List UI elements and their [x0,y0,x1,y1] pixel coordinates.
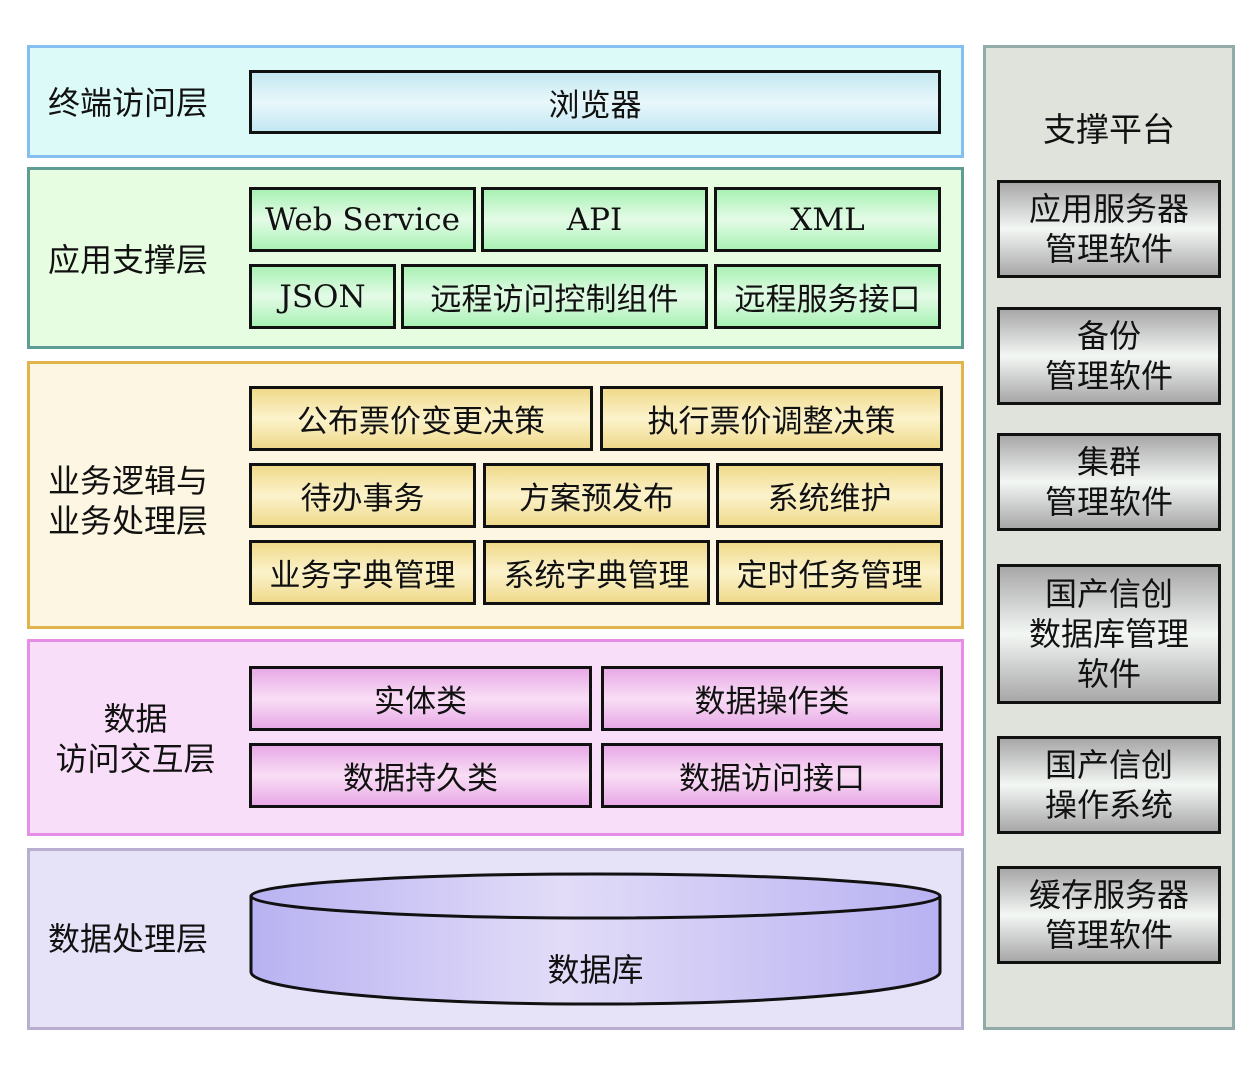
platform-item: 国产信创 数据库管理 软件 [997,564,1221,704]
browser-box: 浏览器 [249,70,941,134]
component-box: 实体类 [249,666,592,731]
item-line: 管理软件 [1044,357,1173,395]
component-box: Web Service [249,187,476,252]
component-box: 业务字典管理 [249,540,476,605]
layer-label: 业务逻辑与 业务处理层 [48,461,228,541]
component-box: 数据操作类 [601,666,943,731]
item-line: 集群 [1076,443,1141,481]
platform-item: 备份 管理软件 [997,307,1221,405]
item-line: 国产信创 [1044,746,1173,784]
item-line: 管理软件 [1044,230,1173,268]
component-box: 待办事务 [249,463,476,528]
item-line: 软件 [1076,655,1141,693]
layer-label: 数据 访问交互层 [48,699,223,779]
platform-item: 应用服务器 管理软件 [997,180,1221,278]
item-line: 管理软件 [1044,483,1173,521]
platform-item: 集群 管理软件 [997,433,1221,531]
component-box: 数据访问接口 [601,743,943,808]
platform-title: 支撑平台 [1043,110,1175,149]
item-line: 缓存服务器 [1028,876,1189,914]
label-line: 业务处理层 [48,502,209,540]
item-line: 国产信创 [1044,575,1173,613]
layer-label: 终端访问层 [48,84,209,122]
component-box: 公布票价变更决策 [249,386,593,451]
component-box: API [481,187,708,252]
item-line: 备份 [1076,317,1141,355]
component-box: 远程服务接口 [714,264,941,329]
component-box: 系统字典管理 [483,540,710,605]
label-line: 业务逻辑与 [48,462,209,500]
component-box: 系统维护 [716,463,943,528]
component-box: 远程访问控制组件 [401,264,708,329]
platform-item: 国产信创 操作系统 [997,736,1221,834]
database-label: 数据库 [547,951,644,989]
item-line: 应用服务器 [1028,190,1189,228]
item-line: 数据库管理 [1028,615,1189,653]
label-line: 数据 [103,700,168,738]
component-box: JSON [249,264,396,329]
component-box: 方案预发布 [483,463,710,528]
platform-item: 缓存服务器 管理软件 [997,866,1221,964]
component-box: 执行票价调整决策 [600,386,943,451]
component-box: 定时任务管理 [716,540,943,605]
layer-label: 应用支撑层 [48,241,209,279]
component-box: 数据持久类 [249,743,592,808]
database-cylinder-icon [249,872,942,1006]
item-line: 操作系统 [1044,786,1173,824]
item-line: 管理软件 [1044,916,1173,954]
component-box: XML [714,187,941,252]
label-line: 访问交互层 [55,740,216,778]
layer-label: 数据处理层 [48,920,209,958]
